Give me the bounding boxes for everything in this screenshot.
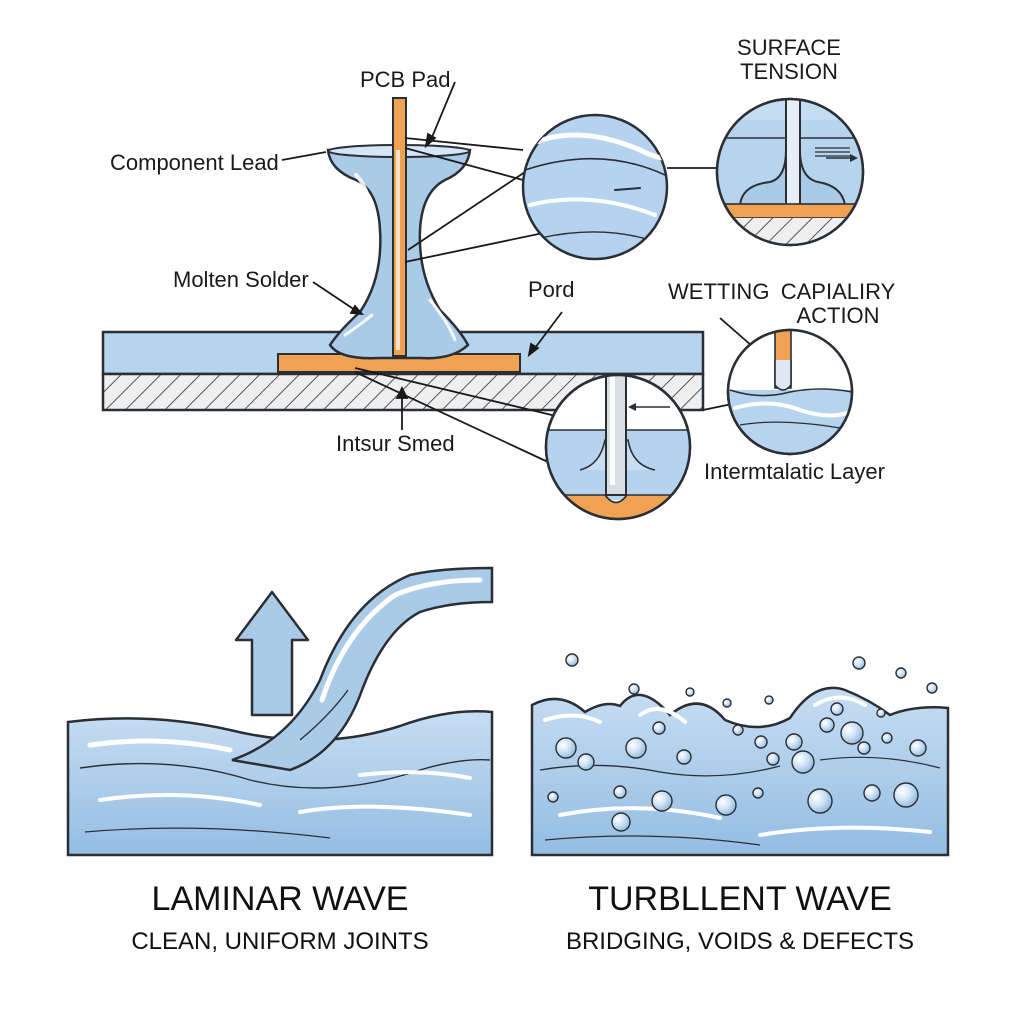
zoom-circle-wetting xyxy=(544,373,692,521)
bubble xyxy=(785,733,803,751)
bubble xyxy=(676,749,692,765)
bubble xyxy=(852,656,866,670)
surface-tension-label: SURFACE TENSION xyxy=(724,35,854,85)
intermetallic-layer-label: Intermtalatic Layer xyxy=(704,459,885,484)
leader-lines xyxy=(281,81,753,463)
turbulent-wave-subtitle: BRIDGING, VOIDS & DEFECTS xyxy=(565,928,915,955)
laminar-wave-title: LAMINAR WAVE xyxy=(151,880,409,918)
pcb-pad-label: PCB Pad xyxy=(360,67,451,92)
bubble xyxy=(881,732,893,744)
bubble xyxy=(895,667,907,679)
bubble xyxy=(555,737,577,759)
bubble xyxy=(926,682,938,694)
surface-tension-line1: SURFACE xyxy=(737,35,841,60)
bubble xyxy=(752,787,764,799)
bubble xyxy=(715,794,737,816)
bubble xyxy=(628,683,640,695)
bubble xyxy=(625,737,647,759)
turbulent-wave-title: TURBLLENT WAVE xyxy=(588,880,892,918)
bubble xyxy=(863,784,881,802)
zoom-circle-capillary xyxy=(726,328,854,456)
bubble xyxy=(791,750,815,774)
bubble xyxy=(764,695,774,705)
bubble xyxy=(651,790,673,812)
intsur-smed-label: Intsur Smed xyxy=(336,431,455,456)
bubble xyxy=(611,812,631,832)
turbulent-wave-illustration xyxy=(530,653,950,857)
bubble xyxy=(613,785,627,799)
capillary-line1: CAPIALIRY xyxy=(780,279,896,304)
turbulence-bubbles xyxy=(547,653,938,832)
capillary-action-label: CAPIALIRY ACTION xyxy=(778,279,898,329)
capillary-line2: ACTION xyxy=(796,303,880,329)
bubble xyxy=(685,687,695,697)
bubble xyxy=(722,698,732,708)
laminar-wave-subtitle: CLEAN, UNIFORM JOINTS xyxy=(131,928,429,955)
molten-solder-label: Molten Solder xyxy=(173,267,309,292)
bubble xyxy=(754,735,768,749)
zoom-circle-surface-tension xyxy=(715,97,865,247)
bubble xyxy=(876,708,886,718)
bubble xyxy=(766,752,780,766)
up-arrow-icon xyxy=(234,590,310,717)
zoom-circle-solder xyxy=(521,113,669,261)
wetting-label: WETTING xyxy=(668,279,770,304)
bubble xyxy=(732,724,744,736)
bubble xyxy=(565,653,579,667)
surface-tension-line2: TENSION xyxy=(740,59,838,85)
bubble xyxy=(819,717,835,733)
component-lead-label: Component Lead xyxy=(110,150,279,175)
bubble xyxy=(857,741,871,755)
bubble xyxy=(893,782,919,808)
bubble xyxy=(577,753,595,771)
pord-label: Pord xyxy=(528,277,575,302)
bubble xyxy=(807,788,833,814)
bubble xyxy=(652,721,666,735)
laminar-wave-crest xyxy=(231,566,494,772)
bubble xyxy=(547,791,559,803)
bubble xyxy=(840,721,864,745)
laminar-wave-illustration xyxy=(66,566,494,857)
bubble xyxy=(909,739,927,757)
bubble xyxy=(830,702,844,716)
